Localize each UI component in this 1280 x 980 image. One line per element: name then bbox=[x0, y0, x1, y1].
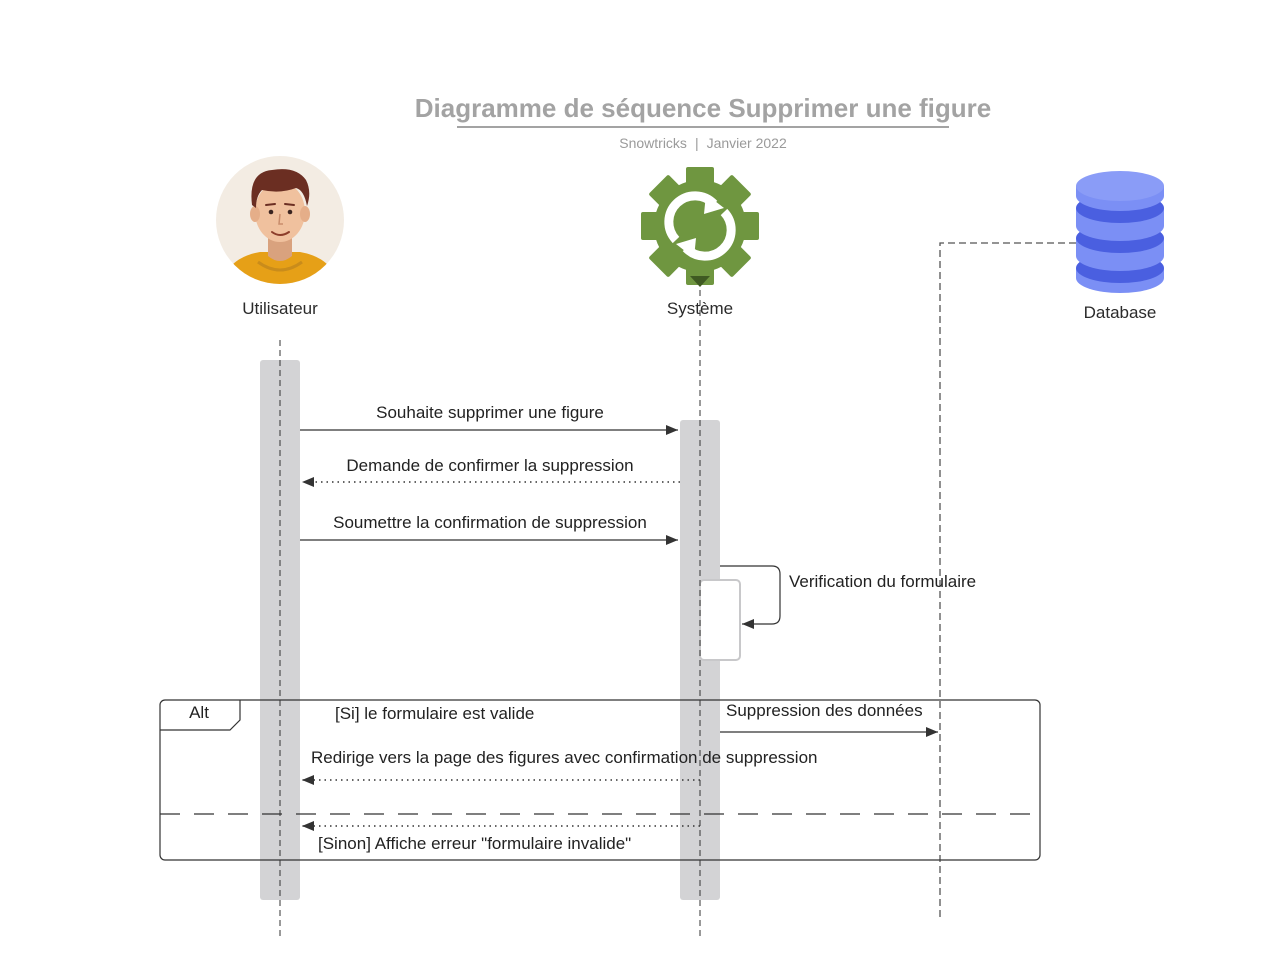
alt-frame bbox=[159, 699, 1041, 861]
subtitle-separator: | bbox=[694, 135, 699, 151]
database-icon bbox=[1076, 171, 1164, 293]
title-underline bbox=[457, 126, 949, 128]
message-arrow-self bbox=[720, 565, 781, 629]
actor-label-utilisateur: Utilisateur bbox=[242, 299, 318, 318]
actor-label-database: Database bbox=[1083, 303, 1157, 322]
diagram-subtitle: Snowtricks | Janvier 2022 bbox=[0, 135, 1280, 151]
message-label-5: Suppression des données bbox=[726, 701, 923, 720]
message-label-2: Demande de confirmer la suppression bbox=[346, 456, 634, 475]
user-avatar-icon bbox=[216, 156, 344, 284]
subtitle-date: Janvier 2022 bbox=[706, 135, 787, 151]
message-label-7: [Sinon] Affiche erreur "formulaire inval… bbox=[318, 834, 632, 853]
message-label-6: Redirige vers la page des figures avec c… bbox=[311, 748, 818, 767]
lifeline-database bbox=[939, 242, 1076, 920]
activation-bar-self-call bbox=[699, 579, 741, 661]
message-label-1: Souhaite supprimer une figure bbox=[376, 403, 604, 422]
subtitle-project: Snowtricks bbox=[619, 135, 687, 151]
diagram-title: Diagramme de séquence Supprimer une figu… bbox=[414, 93, 992, 123]
actor-label-systeme: Système bbox=[666, 299, 734, 318]
alt-frame-tag-box bbox=[160, 700, 241, 731]
gear-sync-icon bbox=[641, 167, 759, 287]
alt-guard-label: [Si] le formulaire est valide bbox=[335, 704, 535, 723]
message-label-3: Soumettre la confirmation de suppression bbox=[333, 513, 647, 532]
alt-frame-tag: Alt bbox=[189, 703, 209, 722]
message-label-self: Verification du formulaire bbox=[789, 572, 977, 591]
